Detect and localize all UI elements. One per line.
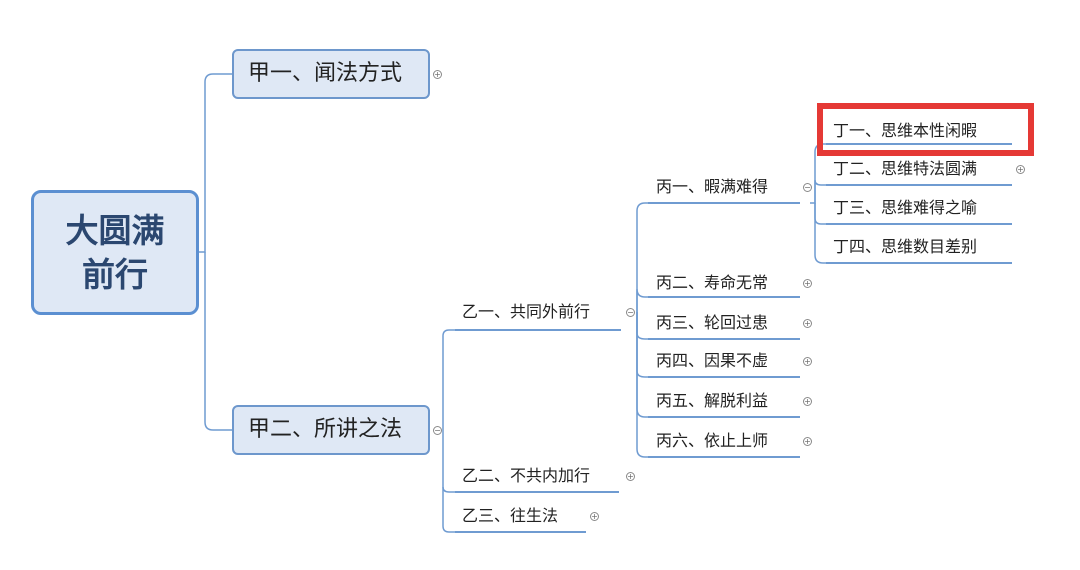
node-bing4[interactable]: 丙四、因果不虚: [656, 351, 769, 370]
node-jia1-label: 甲一、闻法方式: [248, 61, 403, 86]
node-jia2[interactable]: 甲二、所讲之法: [232, 405, 430, 455]
expand-toggle-icon[interactable]: +: [803, 357, 812, 366]
node-bing1[interactable]: 丙一、暇满难得: [656, 177, 769, 196]
node-yi3[interactable]: 乙三、往生法: [462, 506, 559, 525]
node-ding1[interactable]: 丁一、思维本性闲暇: [833, 121, 978, 140]
expand-toggle-icon[interactable]: +: [803, 319, 812, 328]
expand-toggle-icon[interactable]: +: [590, 512, 599, 521]
collapse-toggle-icon[interactable]: −: [803, 183, 812, 192]
node-bing2[interactable]: 丙二、寿命无常: [656, 273, 769, 292]
node-bing5[interactable]: 丙五、解脱利益: [656, 391, 769, 410]
node-jia2-label: 甲二、所讲之法: [248, 417, 403, 442]
node-ding4[interactable]: 丁四、思维数目差别: [833, 237, 978, 256]
node-yi2[interactable]: 乙二、不共内加行: [462, 466, 591, 485]
node-jia1[interactable]: 甲一、闻法方式: [232, 49, 430, 99]
expand-toggle-icon[interactable]: +: [1016, 165, 1025, 174]
root-title-line1: 大圆满: [65, 210, 165, 250]
node-ding2[interactable]: 丁二、思维特法圆满: [833, 159, 978, 178]
node-yi1[interactable]: 乙一、共同外前行: [462, 302, 591, 321]
root-title-line2: 前行: [82, 254, 148, 294]
node-ding3[interactable]: 丁三、思维难得之喻: [833, 198, 978, 217]
expand-toggle-icon[interactable]: +: [433, 70, 442, 79]
node-bing3[interactable]: 丙三、轮回过患: [656, 313, 769, 332]
collapse-toggle-icon[interactable]: −: [433, 426, 442, 435]
expand-toggle-icon[interactable]: +: [803, 279, 812, 288]
root-node[interactable]: 大圆满 前行: [31, 190, 199, 315]
highlight-box: [817, 103, 1034, 156]
expand-toggle-icon[interactable]: +: [803, 397, 812, 406]
node-bing6[interactable]: 丙六、依止上师: [656, 431, 769, 450]
collapse-toggle-icon[interactable]: −: [626, 308, 635, 317]
expand-toggle-icon[interactable]: +: [803, 437, 812, 446]
expand-toggle-icon[interactable]: +: [626, 472, 635, 481]
